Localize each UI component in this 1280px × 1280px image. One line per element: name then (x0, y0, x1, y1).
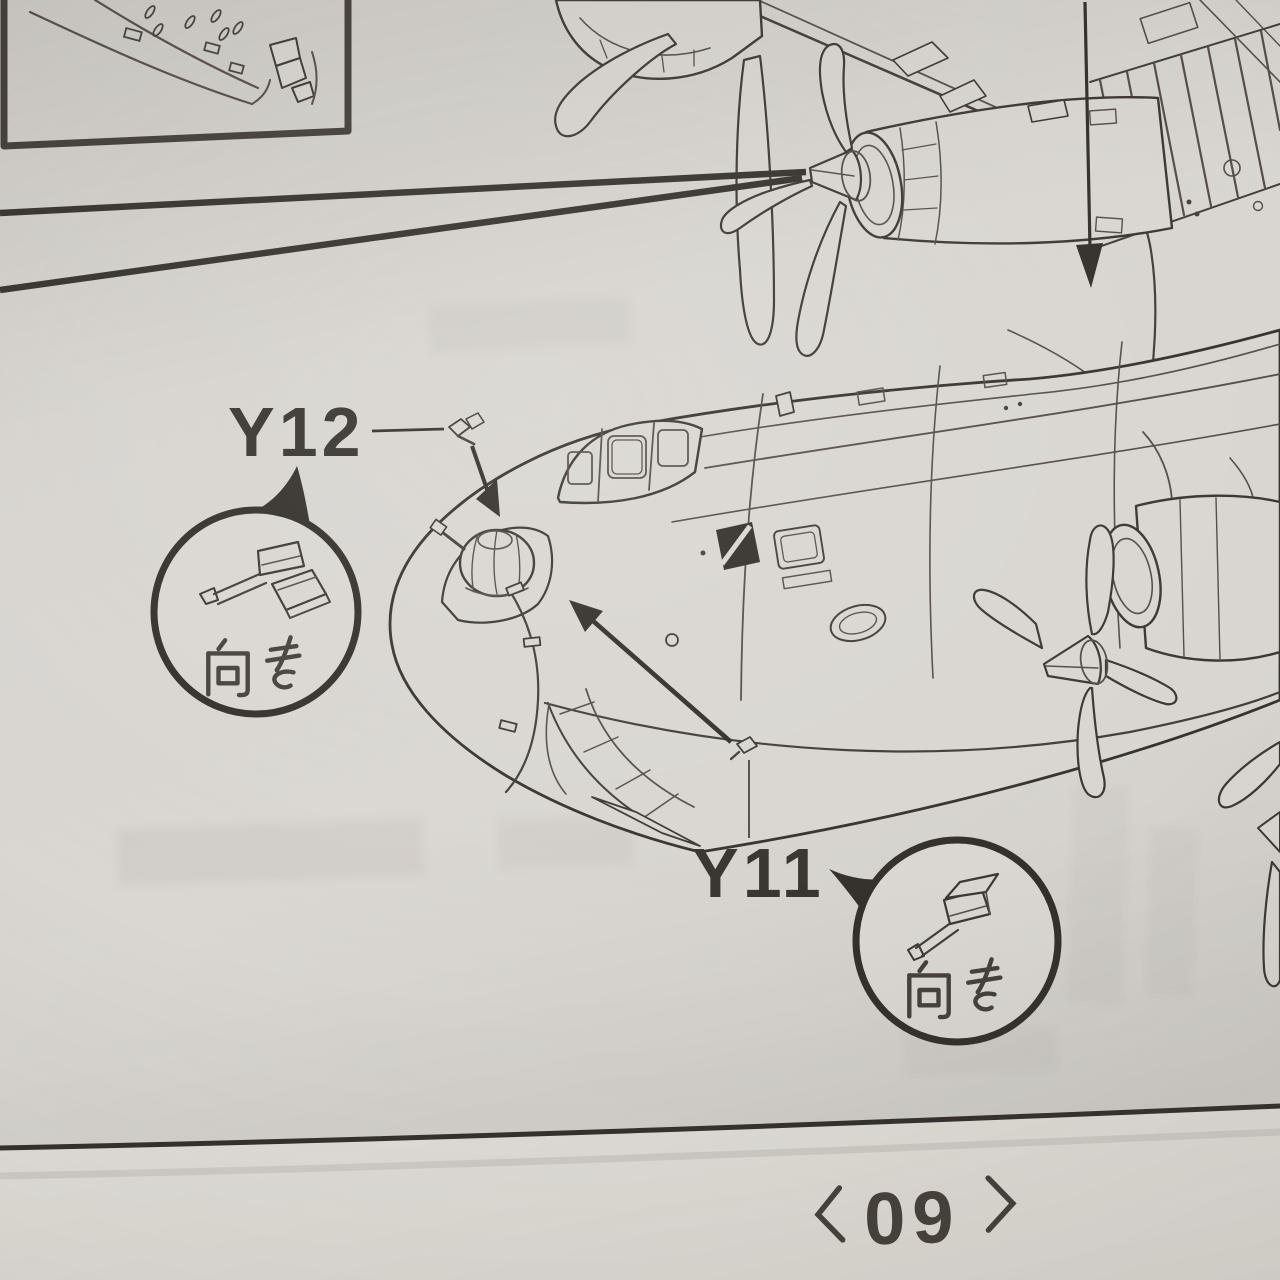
propeller-blade (1262, 860, 1280, 988)
propeller-spinner (1257, 811, 1280, 853)
port-outer-engine (554, 0, 776, 346)
part-label-y12: Y12 (228, 393, 365, 471)
part-label-y11: Y11 (692, 834, 825, 912)
propeller-blade (1076, 686, 1106, 799)
page-edge-line (0, 1103, 1280, 1151)
detail-leader-wedge (0, 168, 807, 294)
propeller-blade (795, 200, 848, 357)
close-bracket (985, 1175, 1017, 1233)
porthole (665, 633, 679, 647)
nose-glazing (498, 581, 701, 847)
starboard-outer-propeller (1217, 740, 1280, 988)
cockpit-canopy (556, 419, 704, 505)
page-footer: 09 (0, 1103, 1280, 1280)
antenna-mast (775, 391, 795, 417)
open-bracket (814, 1185, 846, 1243)
page-number: 09 (863, 1175, 961, 1260)
y12-orientation-part-drawing (199, 540, 331, 619)
detail-inset-box (0, 0, 352, 150)
assembly-arrow-top (1076, 1, 1103, 288)
y12-callout: Y12 (228, 393, 500, 517)
propeller-blade (554, 32, 678, 138)
turret-gun-barrel (440, 530, 466, 551)
aircraft-line-art (388, 0, 1280, 988)
propeller-spinner (808, 148, 862, 202)
propeller-blade (972, 588, 1044, 650)
page-indicator: 09 (814, 1175, 1017, 1260)
propeller-blade (1085, 524, 1115, 636)
orientation-callout-left (150, 466, 362, 718)
port-inner-engine (719, 42, 1174, 357)
orientation-callout-right (829, 836, 1062, 1046)
nose-turret (429, 518, 554, 624)
y11-callout: Y11 (569, 600, 825, 912)
y11-arrow (590, 618, 733, 744)
propeller-blade (1217, 740, 1280, 809)
page-bottom-strip (0, 1108, 1280, 1280)
oval-hatch (829, 603, 887, 643)
y11-orientation-part-drawing (907, 872, 1000, 961)
propeller-blade (719, 178, 814, 235)
propeller-blade (1104, 658, 1178, 706)
show-through-ghost-text (117, 296, 1197, 1075)
y11-part-icon (729, 736, 758, 761)
y12-leader-line (371, 427, 445, 433)
propeller-blade (818, 42, 854, 154)
y12-part-icon (448, 412, 485, 446)
starboard-inner-engine (972, 431, 1280, 799)
